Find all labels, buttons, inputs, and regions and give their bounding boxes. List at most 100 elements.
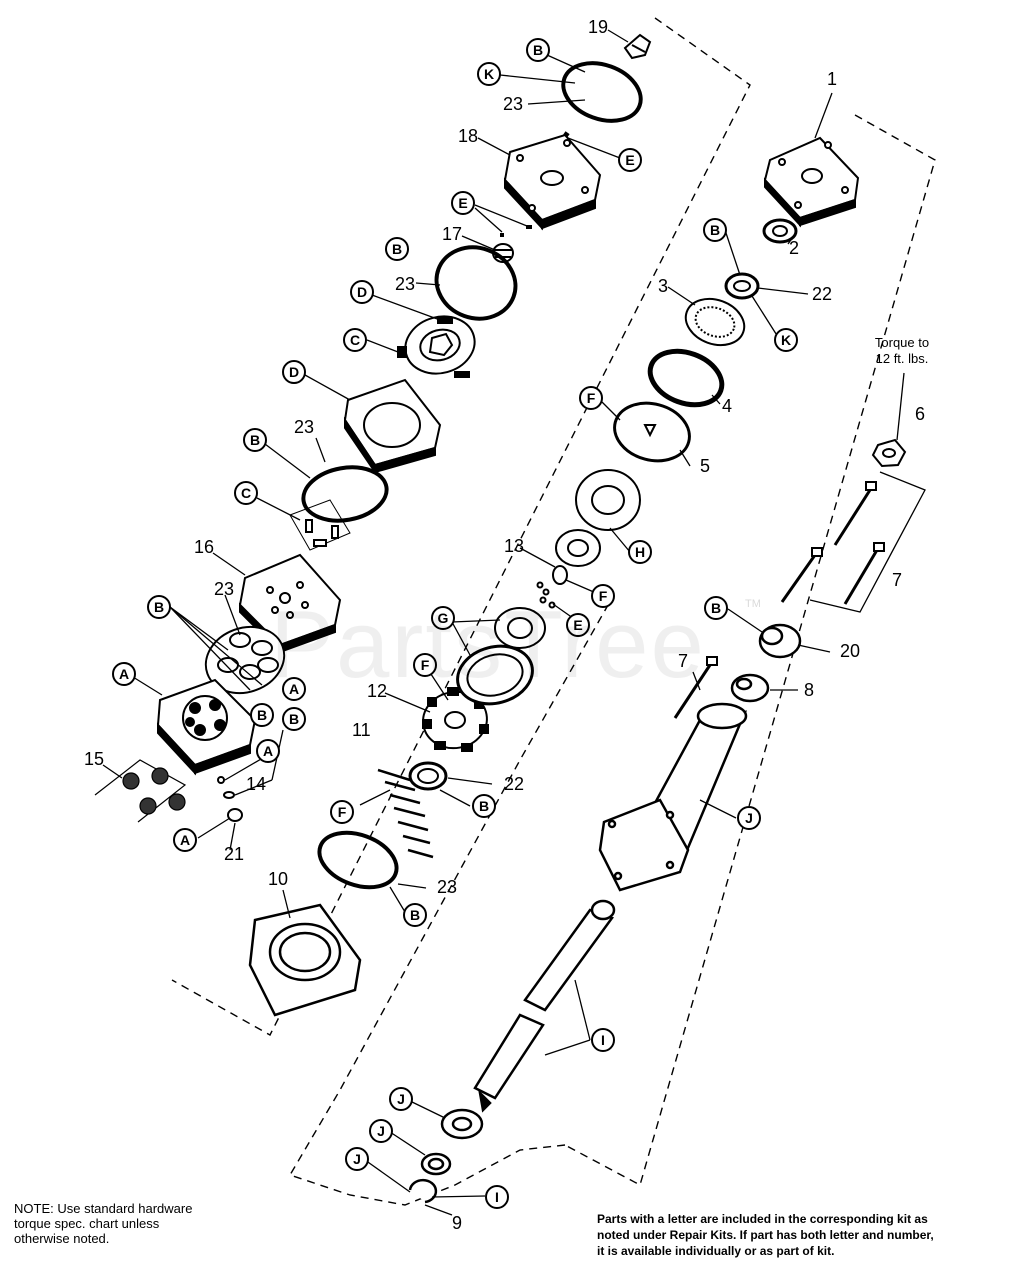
part-4-ring	[647, 348, 725, 408]
part-8-bushing	[730, 673, 770, 703]
svg-text:B: B	[533, 42, 543, 58]
part-6-nut	[871, 438, 907, 468]
part-11-pins	[377, 768, 434, 859]
part-label-13: 13	[504, 536, 524, 556]
kit-circle-c2: C	[234, 481, 258, 505]
kit-circle-d1: D	[350, 280, 374, 304]
kit-circle-b4: B	[147, 595, 171, 619]
kit-circle-e2: E	[451, 191, 475, 215]
part-label-8: 8	[804, 680, 814, 700]
svg-text:B: B	[479, 798, 489, 814]
note-right-line: Parts with a letter are included in the …	[597, 1212, 928, 1226]
svg-text:B: B	[250, 432, 260, 448]
part-7-bolts	[673, 471, 926, 719]
part-label-9: 9	[452, 1213, 462, 1233]
torque-note-line2: 12 ft. lbs.	[876, 351, 929, 366]
kit-c-pins	[289, 499, 351, 551]
part-23-oring-mid	[434, 245, 518, 321]
svg-text:E: E	[625, 152, 634, 168]
svg-text:F: F	[338, 804, 347, 820]
kit-circle-b1: B	[526, 38, 550, 62]
kit-circle-g: G	[431, 606, 455, 630]
kit-circle-f2: F	[591, 584, 615, 608]
part-j-washers	[408, 1108, 484, 1204]
part-10-housing	[248, 903, 362, 1017]
kit-circle-i1: I	[591, 1028, 615, 1052]
kit-circle-b9: B	[472, 794, 496, 818]
kit-circle-f1: F	[579, 386, 603, 410]
part-23-oring-top	[561, 61, 643, 123]
part-label-15: 15	[84, 749, 104, 769]
kit-circle-j1: J	[737, 806, 761, 830]
part-label-19: 19	[588, 17, 608, 37]
svg-text:A: A	[289, 681, 299, 697]
svg-text:F: F	[599, 588, 608, 604]
part-13-e-pins	[536, 565, 568, 609]
torque-note: Torque to 12 ft. lbs.	[875, 335, 929, 366]
kit-circle-d2: D	[282, 360, 306, 384]
part-label-2: 2	[789, 238, 799, 258]
part-label-23b: 23	[395, 274, 415, 294]
part-18-end-plate	[503, 133, 602, 231]
part-23-gasket	[204, 625, 286, 695]
commutator-assembly	[397, 315, 476, 378]
svg-text:D: D	[357, 284, 367, 300]
svg-text:C: C	[350, 332, 360, 348]
partstree-watermark: PartsTree	[270, 591, 706, 698]
part-number-labels: 1 2 3 4 5 6 7 7 8 9 10 11 12 13 14 15 16…	[84, 17, 925, 1233]
assembly-boundary-right	[288, 114, 936, 1206]
part-label-20: 20	[840, 641, 860, 661]
kit-e-pins	[500, 131, 570, 237]
part-i-shaft	[473, 899, 616, 1113]
part-j-housing	[598, 702, 748, 892]
part-20-bushing	[758, 623, 802, 659]
part-2-seal	[762, 218, 798, 244]
part-a-end-cap	[156, 678, 257, 776]
part-22-seal	[724, 272, 760, 300]
part-label-14: 14	[246, 774, 266, 794]
trademark-mark: TM	[745, 598, 761, 610]
kit-circle-e1: E	[618, 148, 642, 172]
svg-text:I: I	[601, 1032, 605, 1048]
svg-text:B: B	[410, 907, 420, 923]
part-h-rotor	[555, 469, 641, 567]
svg-text:C: C	[241, 485, 251, 501]
part-label-22b: 22	[504, 774, 524, 794]
part-label-12: 12	[367, 681, 387, 701]
svg-text:K: K	[781, 332, 791, 348]
kit-letter-circles: A A A A B B B B B B B B B B C C D D E E …	[112, 38, 798, 1209]
kit-circle-j4: J	[345, 1147, 369, 1171]
svg-text:J: J	[377, 1123, 385, 1139]
svg-text:I: I	[495, 1189, 499, 1205]
kit-circle-a3: A	[256, 739, 280, 763]
svg-text:F: F	[587, 390, 596, 406]
part-label-23e: 23	[437, 877, 457, 897]
part-3-bearing	[684, 297, 746, 347]
svg-text:D: D	[289, 364, 299, 380]
svg-text:J: J	[353, 1151, 361, 1167]
part-5-cap	[613, 401, 691, 463]
part-label-7b: 7	[678, 651, 688, 671]
note-left-line: NOTE: Use standard hardware	[14, 1201, 193, 1216]
kit-circle-c1: C	[343, 328, 367, 352]
part-g-gerotor	[456, 607, 546, 706]
svg-text:A: A	[180, 832, 190, 848]
part-label-17: 17	[442, 224, 462, 244]
torque-note-line1: Torque to	[875, 335, 929, 350]
part-23-oring-bottom	[317, 830, 399, 890]
part-label-6: 6	[915, 404, 925, 424]
part-19-valve-cap	[623, 33, 652, 60]
svg-text:F: F	[421, 657, 430, 673]
part-label-10: 10	[268, 869, 288, 889]
part-label-11: 11	[352, 720, 371, 740]
kit-circle-b2: B	[385, 237, 409, 261]
part-label-22a: 22	[812, 284, 832, 304]
kit-circle-b6: B	[282, 707, 306, 731]
part-label-3: 3	[658, 276, 668, 296]
part-label-7a: 7	[892, 570, 902, 590]
kit-circle-b10: B	[403, 903, 427, 927]
part-label-4: 4	[722, 396, 732, 416]
part-label-1: 1	[827, 69, 837, 89]
part-1-cover-plate	[763, 136, 860, 228]
